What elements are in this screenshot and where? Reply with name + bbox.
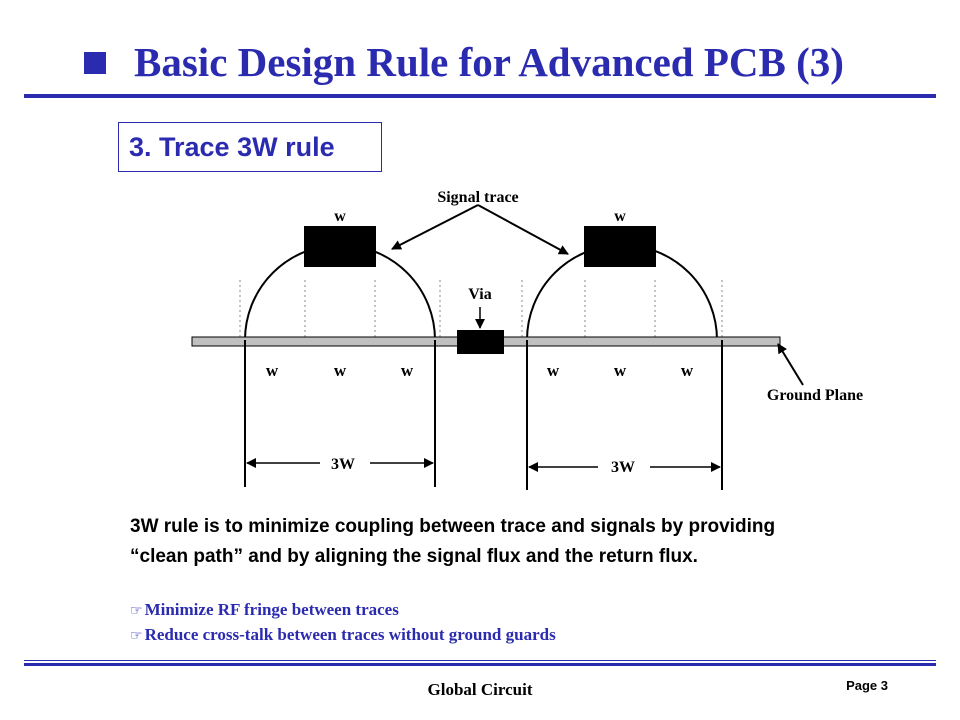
signal-pointer-right [477,204,569,255]
bullet-item: ☞Minimize RF fringe between traces [130,598,910,623]
bullet-list: ☞Minimize RF fringe between traces ☞Redu… [130,598,910,648]
pointing-hand-icon: ☞ [130,603,143,619]
guide-lines [239,280,723,340]
bullet-text: Reduce cross-talk between traces without… [144,625,556,644]
page-number: Page 3 [846,678,888,693]
section-heading: 3. Trace 3W rule [118,122,382,172]
signal-trace-right [584,226,656,267]
trace-width-label-left: w [334,208,346,225]
slide-title: Basic Design Rule for Advanced PCB (3) [134,39,844,85]
signal-trace-label: Signal trace [437,189,518,206]
footer-rule-thin [24,660,936,661]
pointing-hand-icon: ☞ [130,628,143,644]
span-label-left: 3W [331,456,355,473]
bullet-text: Minimize RF fringe between traces [144,600,399,619]
bullet-item: ☞Reduce cross-talk between traces withou… [130,623,910,648]
spacing-label: w [681,361,694,380]
spacing-label: w [266,361,279,380]
signal-pointer-left [391,204,479,250]
title-underline [24,94,936,98]
via [457,330,504,354]
trace-width-label-right: w [614,208,626,225]
ground-plane-label: Ground Plane [767,387,863,404]
description-line: 3W rule is to minimize coupling between … [130,516,776,537]
via-label: Via [468,286,491,303]
title-bullet-square [84,52,106,74]
spacing-label: w [334,361,347,380]
description-line: “clean path” and by aligning the signal … [130,546,698,567]
footer-rule-thick [24,663,936,666]
spacing-label: w [401,361,414,380]
spacing-label: w [547,361,560,380]
signal-trace-left [304,226,376,267]
span-label-right: 3W [611,459,635,476]
footer-company: Global Circuit [427,680,533,699]
description: 3W rule is to minimize coupling between … [130,512,910,572]
ground-plane-pointer [777,343,804,386]
spacing-label: w [614,361,627,380]
